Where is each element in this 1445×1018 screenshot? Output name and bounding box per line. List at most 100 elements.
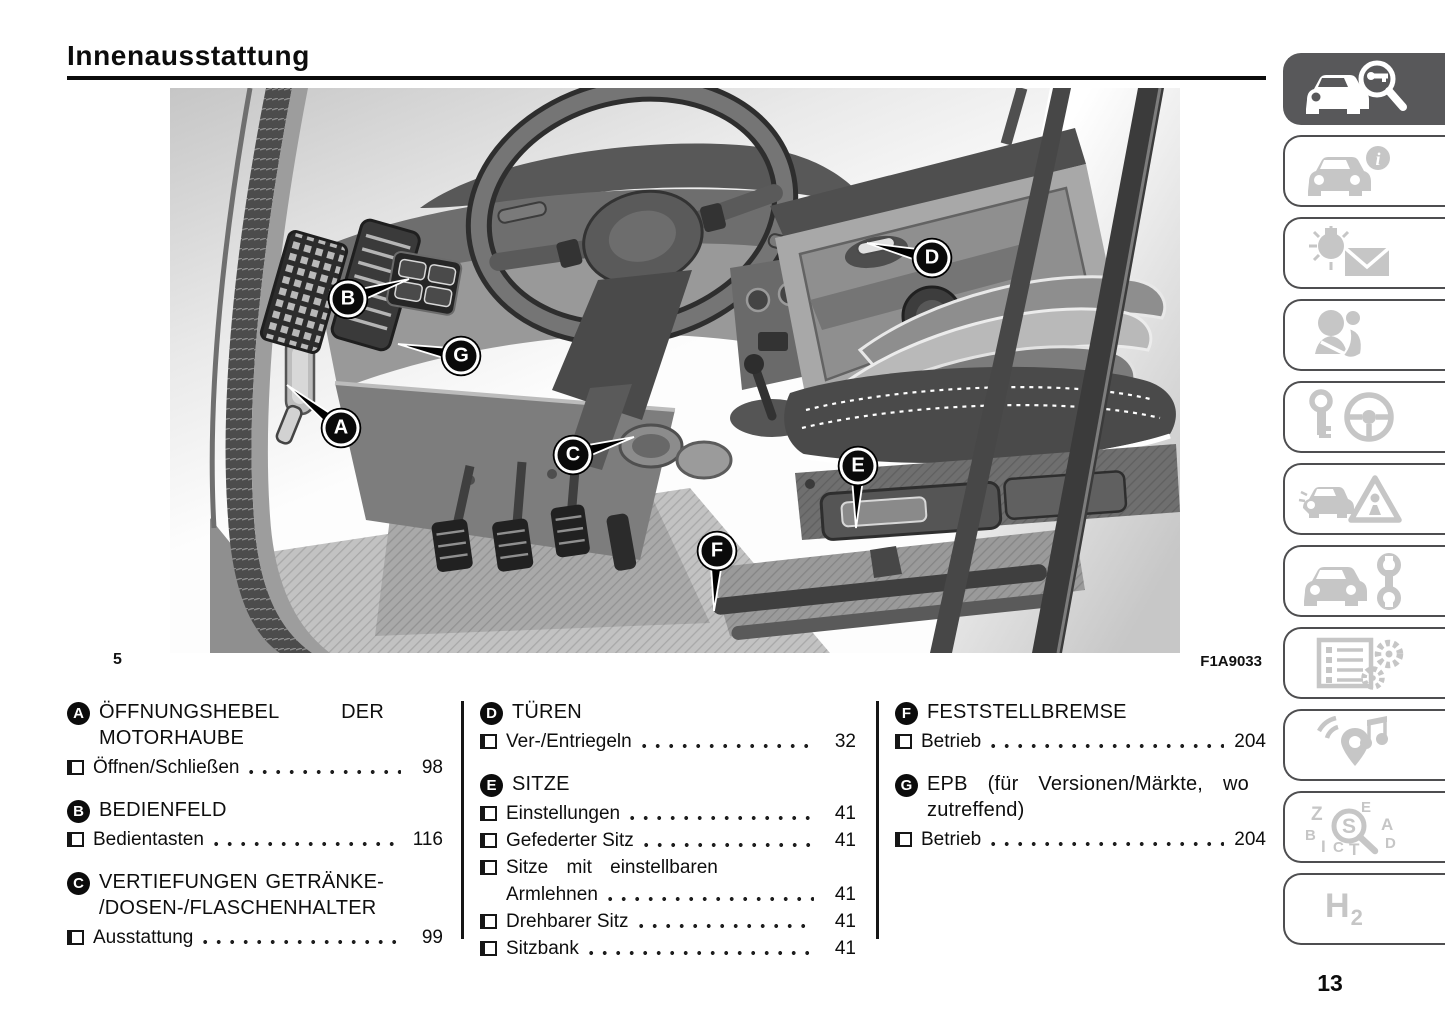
toc-item-label: Betrieb bbox=[921, 829, 982, 850]
toc-item: Betrieb 204 bbox=[895, 826, 1266, 853]
door-handle bbox=[844, 235, 908, 269]
toc-item-label: Sitzbank bbox=[506, 938, 579, 959]
toc-item-label: Drehbarer Sitz bbox=[506, 911, 629, 932]
toc-entry-d: D TÜREN Ver-/Entriegeln 32 bbox=[480, 699, 856, 755]
sidebar-tab-car-info[interactable]: i bbox=[1283, 135, 1445, 207]
page-ref: 204 bbox=[1234, 829, 1266, 850]
toc-item-label: Öffnen/Schließen bbox=[93, 757, 240, 778]
title-rule bbox=[67, 76, 1266, 80]
page-ref: 204 bbox=[1234, 731, 1266, 752]
dot-leader bbox=[630, 815, 814, 821]
driver-door-frame bbox=[209, 88, 330, 653]
toc-entry-title: FESTSTELLBREMSE bbox=[927, 701, 1127, 723]
item-letter-badge: F bbox=[895, 702, 918, 725]
item-letter-badge: E bbox=[480, 774, 503, 797]
dot-leader bbox=[641, 743, 814, 749]
square-bullet bbox=[480, 914, 497, 929]
page-ref: 32 bbox=[834, 731, 856, 752]
page-title: Innenausstattung bbox=[67, 40, 310, 71]
dot-leader bbox=[991, 841, 1224, 847]
dot-leader bbox=[638, 923, 814, 929]
toc-entry-f: F FESTSTELLBREMSE Betrieb 204 bbox=[895, 699, 1266, 755]
sidebar-tab-h2[interactable]: H2 bbox=[1283, 873, 1445, 945]
toc-entry-g: G EPB (für Versionen/Märkte, wo zutreffen… bbox=[895, 771, 1266, 853]
square-bullet bbox=[895, 832, 912, 847]
toc-entry-title: EPB (für Versionen/Märkte, wo zutreffend… bbox=[927, 773, 1249, 821]
dot-leader bbox=[588, 950, 814, 956]
column-divider bbox=[876, 701, 879, 939]
svg-text:E: E bbox=[1361, 799, 1371, 816]
callout-e: E bbox=[842, 450, 874, 482]
dot-leader bbox=[607, 896, 814, 902]
figure-code: F1A9033 bbox=[1200, 653, 1262, 670]
square-bullet bbox=[480, 806, 497, 821]
dot-leader bbox=[203, 939, 401, 945]
toc-item-label: Ver-/Entriegeln bbox=[506, 731, 632, 752]
page-ref: 99 bbox=[421, 927, 443, 948]
toc-item-label: Gefederter Sitz bbox=[506, 830, 634, 851]
toc-item-label: Sitze mit einstellbaren bbox=[506, 857, 718, 878]
toc-entry-title: ÖFFNUNGSHEBEL DER MOTORHAUBE bbox=[99, 701, 384, 749]
car-service-icon bbox=[1297, 552, 1415, 610]
emergency-triangle-icon bbox=[1297, 470, 1415, 528]
item-letter-badge: D bbox=[480, 702, 503, 725]
item-letter-badge: B bbox=[67, 800, 90, 823]
cupholder bbox=[618, 423, 733, 480]
svg-text:T: T bbox=[1349, 840, 1360, 856]
svg-text:A: A bbox=[1381, 815, 1393, 834]
sidebar-tab-technical-data[interactable] bbox=[1283, 627, 1445, 699]
safety-airbag-icon bbox=[1297, 306, 1415, 364]
toc-item-label: Betrieb bbox=[921, 731, 982, 752]
callout-f: F bbox=[701, 535, 733, 567]
square-bullet bbox=[480, 734, 497, 749]
toc-entry-title: BEDIENFELD bbox=[99, 799, 227, 821]
item-letter-badge: G bbox=[895, 774, 918, 797]
callout-b: B bbox=[332, 283, 364, 315]
dot-leader bbox=[991, 743, 1224, 749]
item-letter-badge: C bbox=[67, 872, 90, 895]
svg-text:I: I bbox=[1321, 837, 1326, 856]
sidebar-tab-key-steering[interactable] bbox=[1283, 381, 1445, 453]
toc-item: Einstellungen 41 bbox=[480, 800, 856, 827]
sidebar-tab-car-search[interactable] bbox=[1283, 53, 1445, 125]
toc-item: Ver-/Entriegeln 32 bbox=[480, 728, 856, 755]
sidebar-tab-car-service[interactable] bbox=[1283, 545, 1445, 617]
toc-entry-title: VERTIEFUNGEN GETRÄNKE- /DOSEN-/FLASCHENH… bbox=[99, 871, 384, 919]
dot-leader bbox=[643, 842, 814, 848]
sidebar-tab-emergency-triangle[interactable] bbox=[1283, 463, 1445, 535]
toc-item-label: Einstellungen bbox=[506, 803, 621, 824]
sidebar-tab-warning-light-message[interactable] bbox=[1283, 217, 1445, 289]
toc-column-1: A ÖFFNUNGSHEBEL DER MOTORHAUBE Öffnen/Schl… bbox=[67, 699, 443, 967]
toc-item-label: Bedientasten bbox=[93, 829, 204, 850]
page-ref: 41 bbox=[834, 938, 856, 959]
item-letter-badge: A bbox=[67, 702, 90, 725]
square-bullet bbox=[67, 930, 84, 945]
svg-text:i: i bbox=[1375, 149, 1380, 169]
sidebar-tab-safety-airbag[interactable] bbox=[1283, 299, 1445, 371]
square-bullet bbox=[895, 734, 912, 749]
page-ref: 41 bbox=[834, 803, 856, 824]
sidebar-tab-multimedia-nav[interactable] bbox=[1283, 709, 1445, 781]
underseat-drawer bbox=[819, 470, 1128, 541]
toc-entry-title: TÜREN bbox=[512, 701, 582, 723]
callout-d: D bbox=[916, 242, 948, 274]
square-bullet bbox=[480, 860, 497, 875]
square-bullet bbox=[67, 832, 84, 847]
warning-light-message-icon bbox=[1297, 224, 1415, 282]
callout-c: C bbox=[557, 439, 589, 471]
dot-leader bbox=[213, 841, 401, 847]
toc-entry-c: C VERTIEFUNGEN GETRÄNKE- /DOSEN-/FLASCHEN… bbox=[67, 869, 443, 951]
toc-item: Sitzbank 41 bbox=[480, 935, 856, 962]
b-pillar bbox=[930, 88, 1164, 653]
multimedia-nav-icon bbox=[1297, 716, 1415, 774]
cab-floor bbox=[210, 488, 830, 653]
square-bullet bbox=[67, 760, 84, 775]
